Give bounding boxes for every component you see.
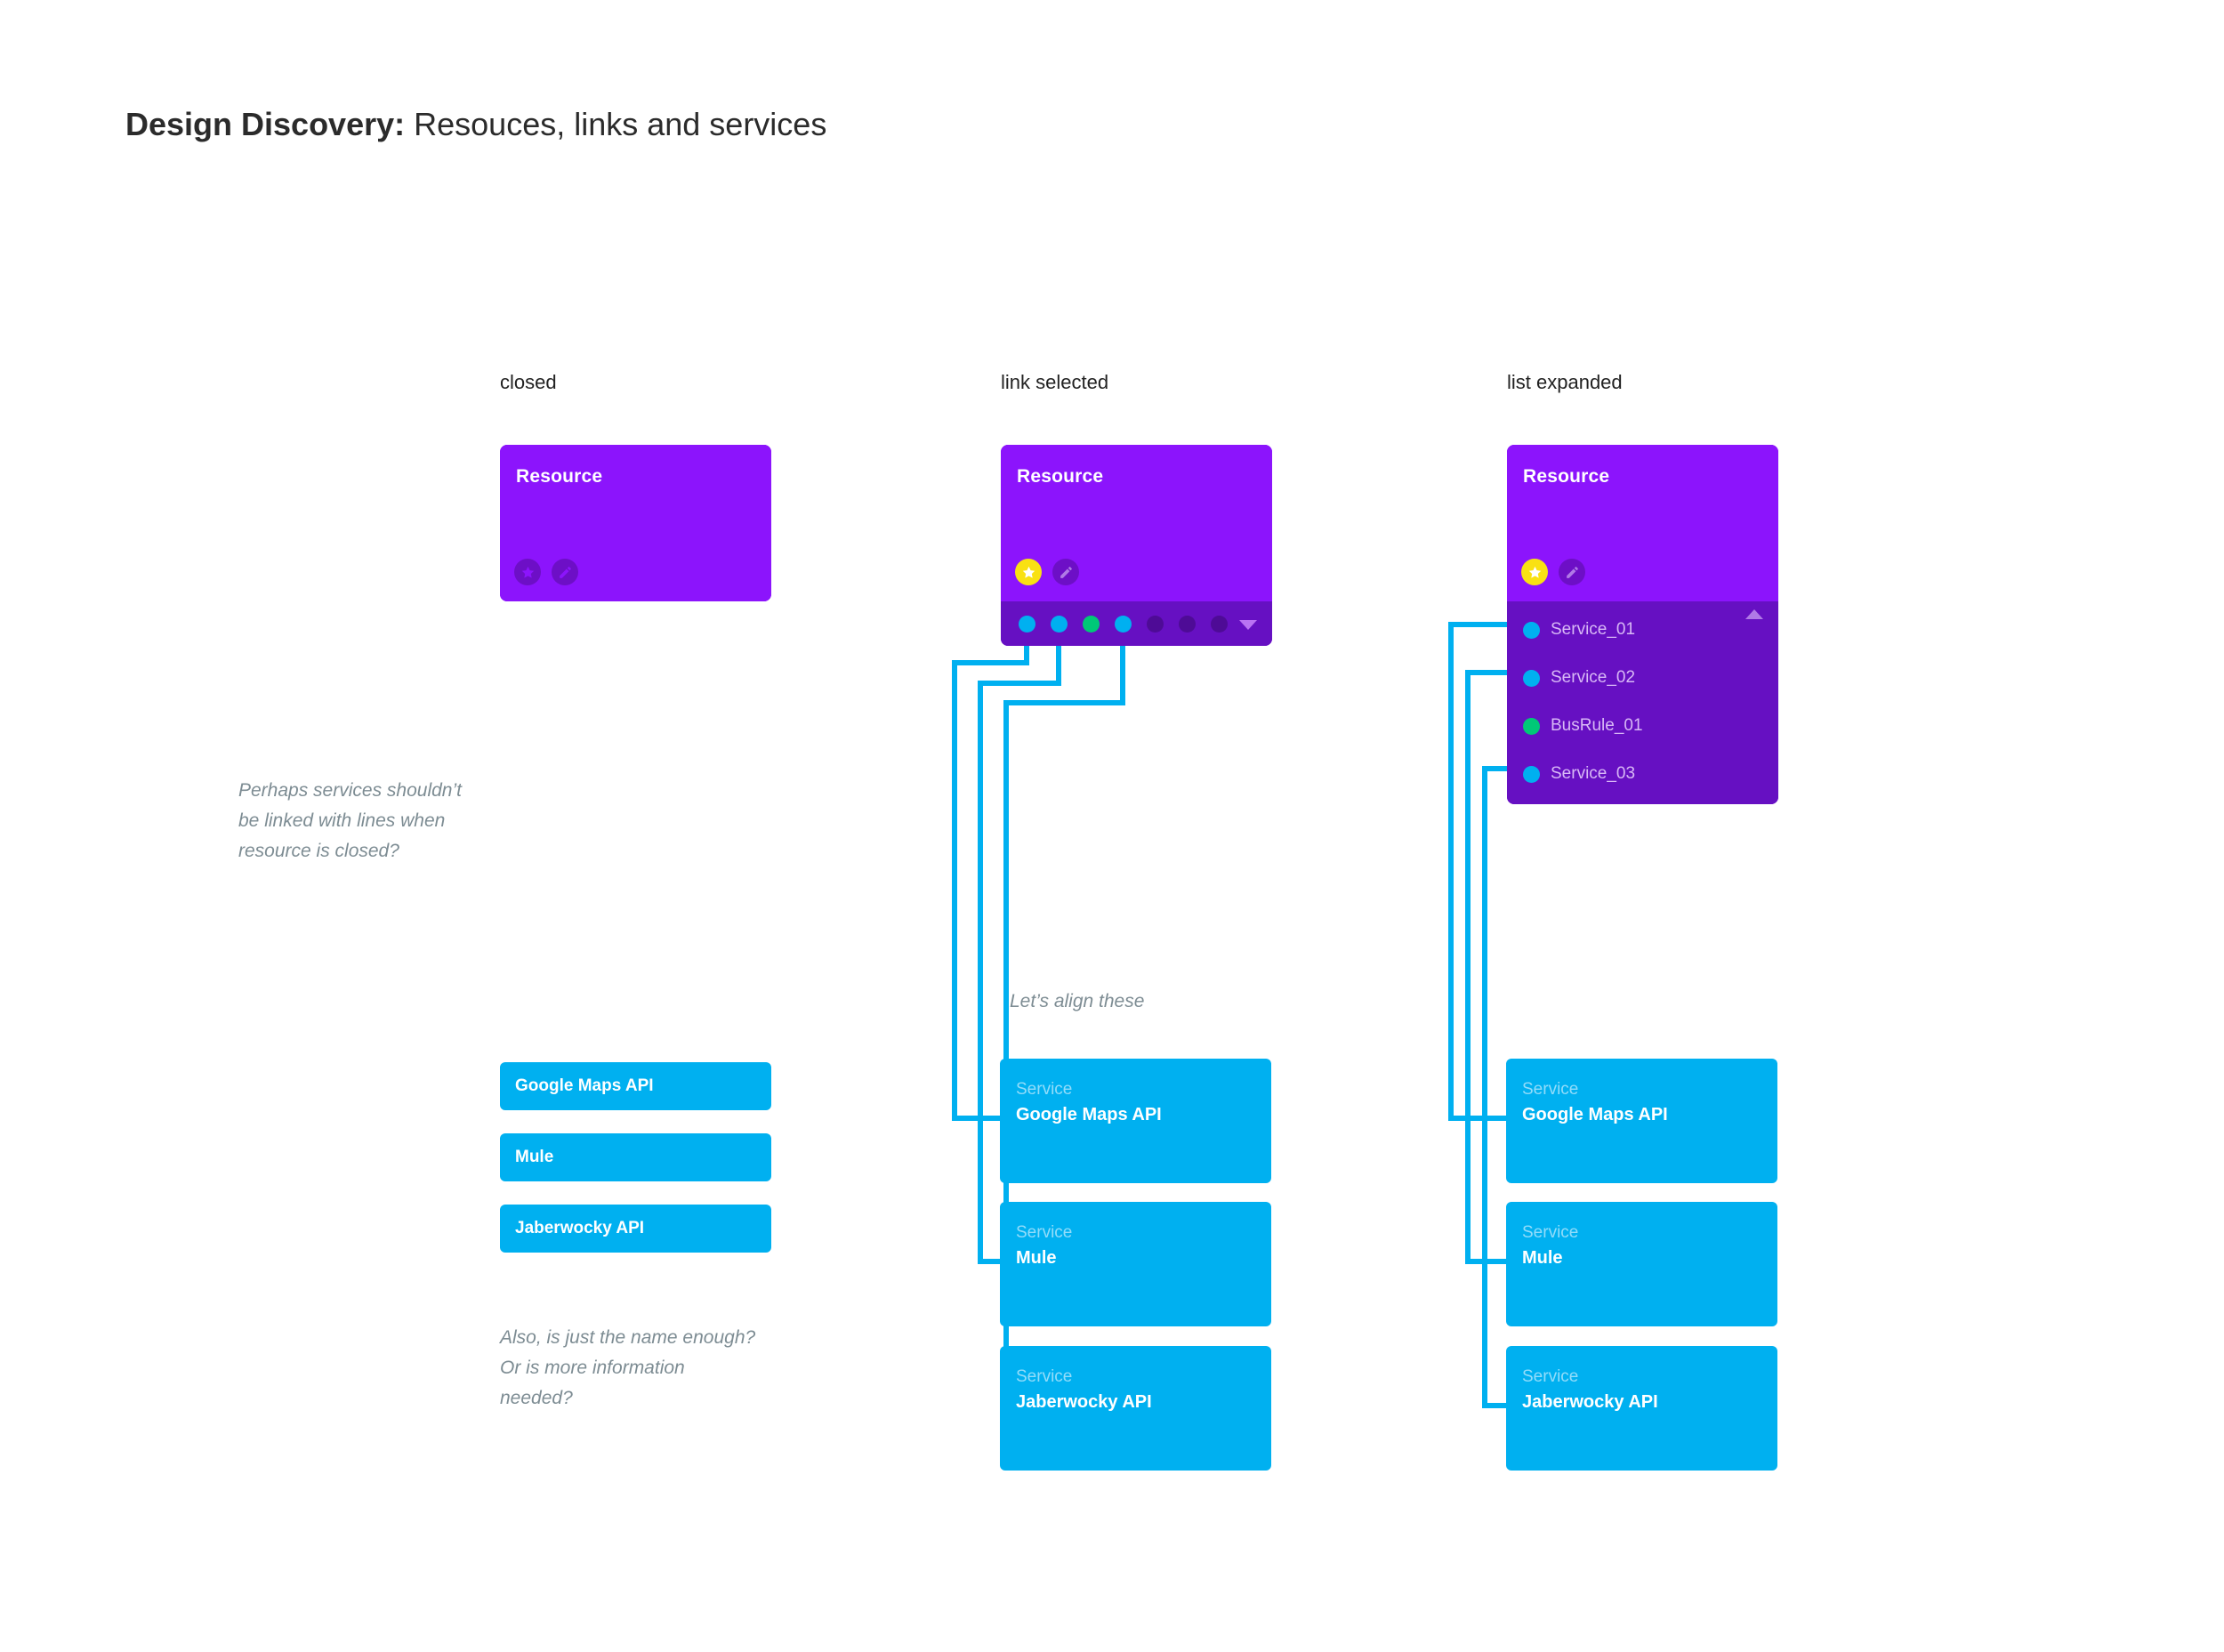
list-item[interactable]: BusRule_01 (1507, 713, 1778, 739)
service-card-kind: Service (1016, 1080, 1073, 1099)
list-item-label: BusRule_01 (1551, 716, 1643, 735)
resource-card-header: Resource (1507, 445, 1778, 601)
link-dot-empty[interactable] (1179, 616, 1196, 633)
list-item-label: Service_01 (1551, 620, 1636, 639)
service-card-name: Mule (1016, 1248, 1057, 1268)
list-item-label: Service_02 (1551, 668, 1636, 687)
service-card[interactable]: Service Google Maps API (1000, 1059, 1271, 1183)
service-card-kind: Service (1016, 1223, 1073, 1242)
resource-card-link-selected[interactable]: Resource (1001, 445, 1272, 646)
column-header-closed: closed (500, 371, 557, 393)
resource-actions (514, 559, 578, 585)
resource-card-closed[interactable]: Resource (500, 445, 771, 601)
link-dots-row (1001, 601, 1272, 646)
pencil-icon[interactable] (1559, 559, 1585, 585)
service-chip-label: Jaberwocky API (515, 1219, 645, 1237)
link-dot[interactable] (1115, 616, 1132, 633)
link-dot-empty[interactable] (1147, 616, 1164, 633)
page-title-regular: Resouces, links and services (405, 106, 827, 142)
service-card[interactable]: Service Jaberwocky API (1000, 1346, 1271, 1471)
pencil-icon[interactable] (552, 559, 578, 585)
pencil-icon[interactable] (1052, 559, 1079, 585)
resource-title: Resource (1017, 466, 1104, 487)
service-card-kind: Service (1522, 1367, 1579, 1386)
service-chip[interactable]: Google Maps API (500, 1062, 771, 1110)
star-icon[interactable] (1015, 559, 1042, 585)
link-dot-rule (1523, 717, 1540, 735)
expanded-service-list: Service_01 Service_02 BusRule_01 Service… (1507, 601, 1778, 804)
list-item[interactable]: Service_02 (1507, 665, 1778, 691)
list-item[interactable]: Service_01 (1507, 616, 1778, 643)
link-dot[interactable] (1019, 616, 1035, 633)
service-chip-label: Google Maps API (515, 1076, 654, 1095)
link-dot-empty[interactable] (1211, 616, 1228, 633)
service-card-kind: Service (1016, 1367, 1073, 1386)
annotation-name-enough: Also, is just the name enough? Or is mor… (500, 1327, 756, 1408)
service-card-kind: Service (1522, 1223, 1579, 1242)
service-card[interactable]: Service Jaberwocky API (1506, 1346, 1777, 1471)
column-header-link-selected: link selected (1001, 371, 1109, 393)
page-title-bold: Design Discovery: (125, 106, 406, 142)
star-icon[interactable] (1521, 559, 1548, 585)
annotation-align: Let’s align these (1010, 991, 1145, 1011)
connector-link-1 (952, 616, 1029, 1121)
link-dot (1523, 621, 1540, 639)
service-card[interactable]: Service Mule (1000, 1202, 1271, 1326)
column-header-list-expanded: list expanded (1507, 371, 1623, 393)
chevron-down-icon[interactable] (1239, 620, 1257, 630)
service-card-name: Jaberwocky API (1016, 1392, 1152, 1412)
service-card[interactable]: Service Mule (1506, 1202, 1777, 1326)
service-card[interactable]: Service Google Maps API (1506, 1059, 1777, 1183)
link-dot[interactable] (1051, 616, 1068, 633)
service-chip[interactable]: Jaberwocky API (500, 1205, 771, 1253)
star-icon[interactable] (514, 559, 541, 585)
link-dot (1523, 765, 1540, 783)
resource-card-header: Resource (500, 445, 771, 601)
service-card-name: Google Maps API (1522, 1105, 1668, 1124)
service-card-kind: Service (1522, 1080, 1579, 1099)
service-card-name: Mule (1522, 1248, 1563, 1268)
service-chip[interactable]: Mule (500, 1133, 771, 1181)
service-card-name: Jaberwocky API (1522, 1392, 1658, 1412)
page-title: Design Discovery: Resouces, links and se… (125, 105, 826, 144)
service-chip-label: Mule (515, 1148, 554, 1166)
service-card-name: Google Maps API (1016, 1105, 1162, 1124)
resource-actions (1521, 559, 1585, 585)
link-dot (1523, 669, 1540, 687)
resource-card-list-expanded[interactable]: Resource Service_01 Service_02 BusRule_0… (1507, 445, 1778, 804)
link-dot-rule[interactable] (1083, 616, 1100, 633)
resource-actions (1015, 559, 1079, 585)
resource-title: Resource (516, 466, 603, 487)
list-item-label: Service_03 (1551, 764, 1636, 783)
resource-title: Resource (1523, 466, 1610, 487)
annotation-closed-links: Perhaps services shouldn’t be linked wit… (238, 780, 462, 861)
list-item[interactable]: Service_03 (1507, 761, 1778, 787)
chevron-up-icon[interactable] (1745, 609, 1763, 619)
resource-card-header: Resource (1001, 445, 1272, 601)
